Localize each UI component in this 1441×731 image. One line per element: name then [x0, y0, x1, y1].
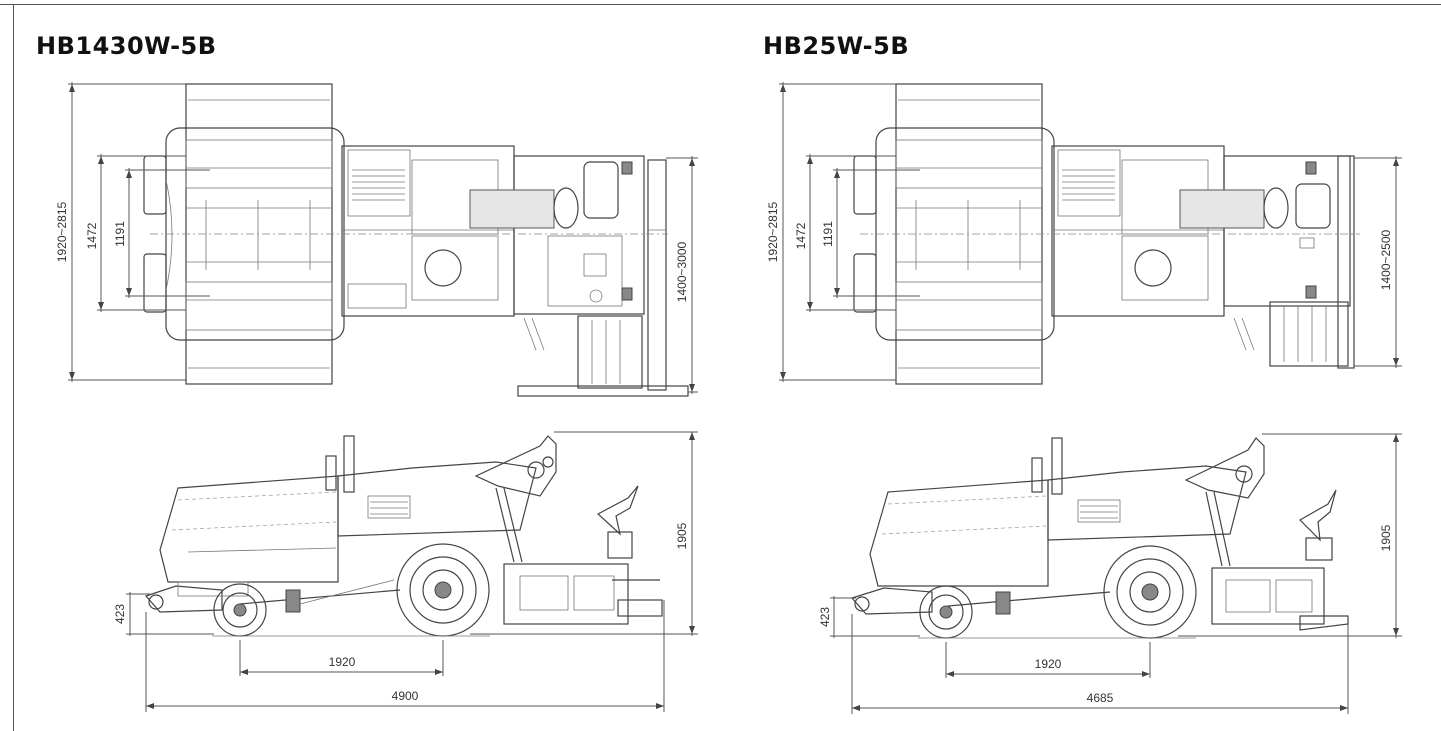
dim-label-screed-width: 1400~2500 — [1379, 229, 1393, 290]
dim-overall-width — [68, 82, 186, 382]
hb1430w-side-view: 1905 423 1920 4900 — [113, 431, 698, 712]
dim-label-track-inner: 1191 — [821, 221, 835, 247]
dim-overall-width — [779, 82, 896, 382]
screed-top — [1233, 155, 1355, 369]
dim-label-wheelbase: 1920 — [1035, 657, 1062, 671]
dim-track-outer — [97, 154, 186, 312]
dim-label-track-outer: 1472 — [794, 222, 808, 249]
drive-wheel — [1103, 545, 1197, 639]
dim-overall-length — [145, 600, 665, 712]
dim-label-height: 1905 — [1379, 524, 1393, 551]
frame-left-line — [13, 4, 14, 731]
dim-label-overall-width: 1920~2815 — [55, 201, 69, 262]
dim-label-wheelbase: 1920 — [329, 655, 356, 669]
dim-wheelbase — [239, 640, 444, 676]
screed-top — [517, 159, 689, 397]
dim-label-height: 1905 — [675, 522, 689, 549]
dim-height — [1178, 433, 1402, 638]
dim-height — [470, 431, 698, 636]
dim-screed-width — [666, 156, 698, 394]
hb25w-top-view: 1920~2815 1472 1191 1400~2500 — [766, 82, 1402, 385]
dim-label-track-inner: 1191 — [113, 221, 127, 247]
dim-clearance — [830, 596, 920, 638]
dim-label-overall-length: 4900 — [392, 689, 419, 703]
dim-label-overall-width: 1920~2815 — [766, 201, 780, 262]
chassis-top — [341, 145, 645, 317]
dim-label-clearance: 423 — [818, 607, 832, 627]
dim-label-track-outer: 1472 — [85, 222, 99, 249]
dim-clearance — [126, 592, 214, 636]
model-title-hb25w: HB25W-5B — [763, 32, 910, 60]
hb1430w-top-view: 1920~2815 1472 1191 1400~3000 — [55, 82, 698, 397]
machine-side — [144, 435, 663, 625]
dim-track-inner — [125, 168, 210, 298]
dim-label-screed-width: 1400~3000 — [675, 241, 689, 302]
drive-wheel — [396, 543, 490, 637]
machine-side — [850, 437, 1349, 631]
dim-track-outer — [806, 154, 896, 312]
front-wheel — [919, 585, 973, 639]
dim-overall-length — [851, 614, 1349, 714]
dim-wheelbase — [945, 642, 1151, 678]
dim-label-clearance: 423 — [113, 604, 127, 624]
chassis-top — [1051, 145, 1351, 317]
hb25w-side-view: 1905 423 1920 4685 — [818, 433, 1402, 714]
dim-label-overall-length: 4685 — [1087, 691, 1114, 705]
model-title-hb1430w: HB1430W-5B — [36, 32, 217, 60]
dim-screed-width — [1354, 156, 1402, 368]
frame-top-line — [0, 4, 1441, 5]
dim-track-inner — [833, 168, 920, 298]
